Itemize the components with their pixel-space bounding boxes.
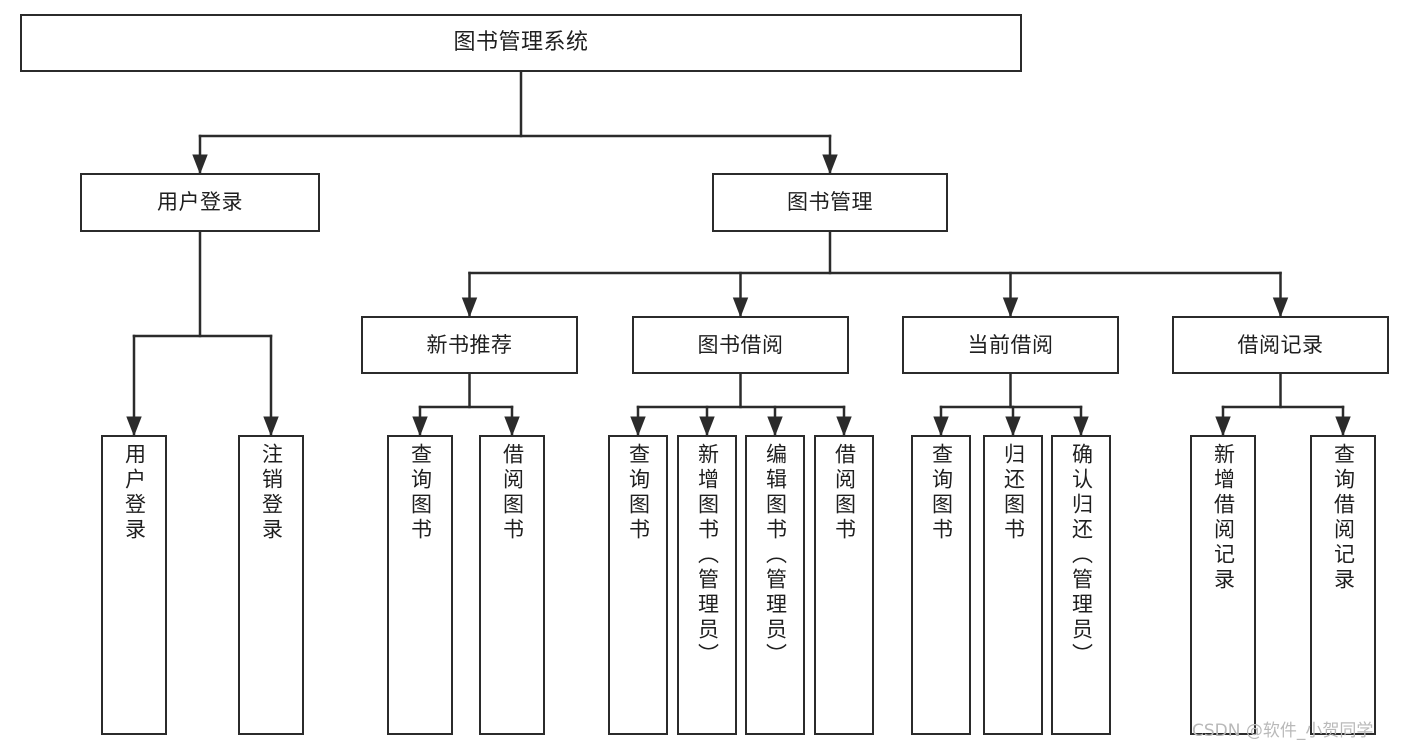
node-label-login: 用户登录 [157, 190, 243, 215]
arrowhead-c-query [933, 416, 949, 437]
node-label-l-login: 用户登录 [122, 443, 147, 543]
node-n-query[interactable]: 查询图书 [387, 435, 453, 735]
arrowhead-current [1002, 297, 1019, 318]
node-label-r-add: 新增借阅记录 [1211, 443, 1236, 593]
node-label-newbook: 新书推荐 [426, 332, 513, 357]
node-label-r-query: 查询借阅记录 [1331, 443, 1356, 593]
node-root[interactable]: 图书管理系统 [20, 14, 1022, 72]
node-newbook[interactable]: 新书推荐 [361, 316, 578, 374]
node-r-query[interactable]: 查询借阅记录 [1310, 435, 1376, 735]
arrowhead-login [192, 154, 208, 175]
arrowhead-c-confirm [1073, 416, 1089, 437]
node-label-c-query: 查询图书 [929, 443, 954, 543]
node-label-root: 图书管理系统 [453, 30, 589, 56]
node-b-add[interactable]: 新增图书（管理员） [677, 435, 737, 735]
node-label-c-return: 归还图书 [1001, 443, 1026, 543]
node-c-return[interactable]: 归还图书 [983, 435, 1043, 735]
node-b-loan[interactable]: 借阅图书 [814, 435, 874, 735]
node-label-b-edit: 编辑图书（管理员） [763, 443, 788, 668]
node-b-query[interactable]: 查询图书 [608, 435, 668, 735]
node-label-b-query: 查询图书 [626, 443, 651, 543]
node-b-edit[interactable]: 编辑图书（管理员） [745, 435, 805, 735]
node-label-l-logout: 注销登录 [259, 443, 284, 543]
node-l-login[interactable]: 用户登录 [101, 435, 167, 735]
arrowhead-b-edit [767, 416, 783, 437]
arrowhead-bookmgmt [822, 154, 838, 175]
node-label-n-borrow: 借阅图书 [500, 443, 525, 543]
arrowhead-b-add [699, 416, 715, 437]
node-label-records: 借阅记录 [1237, 332, 1324, 357]
arrowhead-r-add [1215, 416, 1231, 437]
node-records[interactable]: 借阅记录 [1172, 316, 1389, 374]
arrowhead-n-borrow [504, 416, 520, 437]
node-bookmgmt[interactable]: 图书管理 [712, 173, 948, 232]
node-label-bookmgmt: 图书管理 [787, 190, 873, 215]
node-c-query[interactable]: 查询图书 [911, 435, 971, 735]
arrowhead-l-logout [263, 416, 279, 437]
arrowhead-c-return [1005, 416, 1021, 437]
node-login[interactable]: 用户登录 [80, 173, 320, 232]
arrowhead-l-login [126, 416, 142, 437]
arrowhead-newbook [461, 297, 478, 318]
node-n-borrow[interactable]: 借阅图书 [479, 435, 545, 735]
node-label-b-add: 新增图书（管理员） [695, 443, 720, 668]
node-current[interactable]: 当前借阅 [902, 316, 1119, 374]
arrowhead-b-loan [836, 416, 852, 437]
node-label-borrow: 图书借阅 [697, 332, 784, 357]
node-label-current: 当前借阅 [967, 332, 1054, 357]
node-label-b-loan: 借阅图书 [832, 443, 857, 543]
node-label-n-query: 查询图书 [408, 443, 433, 543]
arrowhead-n-query [412, 416, 428, 437]
node-borrow[interactable]: 图书借阅 [632, 316, 849, 374]
node-label-c-confirm: 确认归还（管理员） [1069, 443, 1094, 668]
arrowhead-b-query [630, 416, 646, 437]
csdn-watermark: CSDN @软件_小贺同学 [1192, 721, 1374, 741]
node-l-logout[interactable]: 注销登录 [238, 435, 304, 735]
node-r-add[interactable]: 新增借阅记录 [1190, 435, 1256, 735]
arrowhead-records [1272, 297, 1289, 318]
arrowhead-borrow [732, 297, 749, 318]
node-c-confirm[interactable]: 确认归还（管理员） [1051, 435, 1111, 735]
arrowhead-r-query [1335, 416, 1351, 437]
